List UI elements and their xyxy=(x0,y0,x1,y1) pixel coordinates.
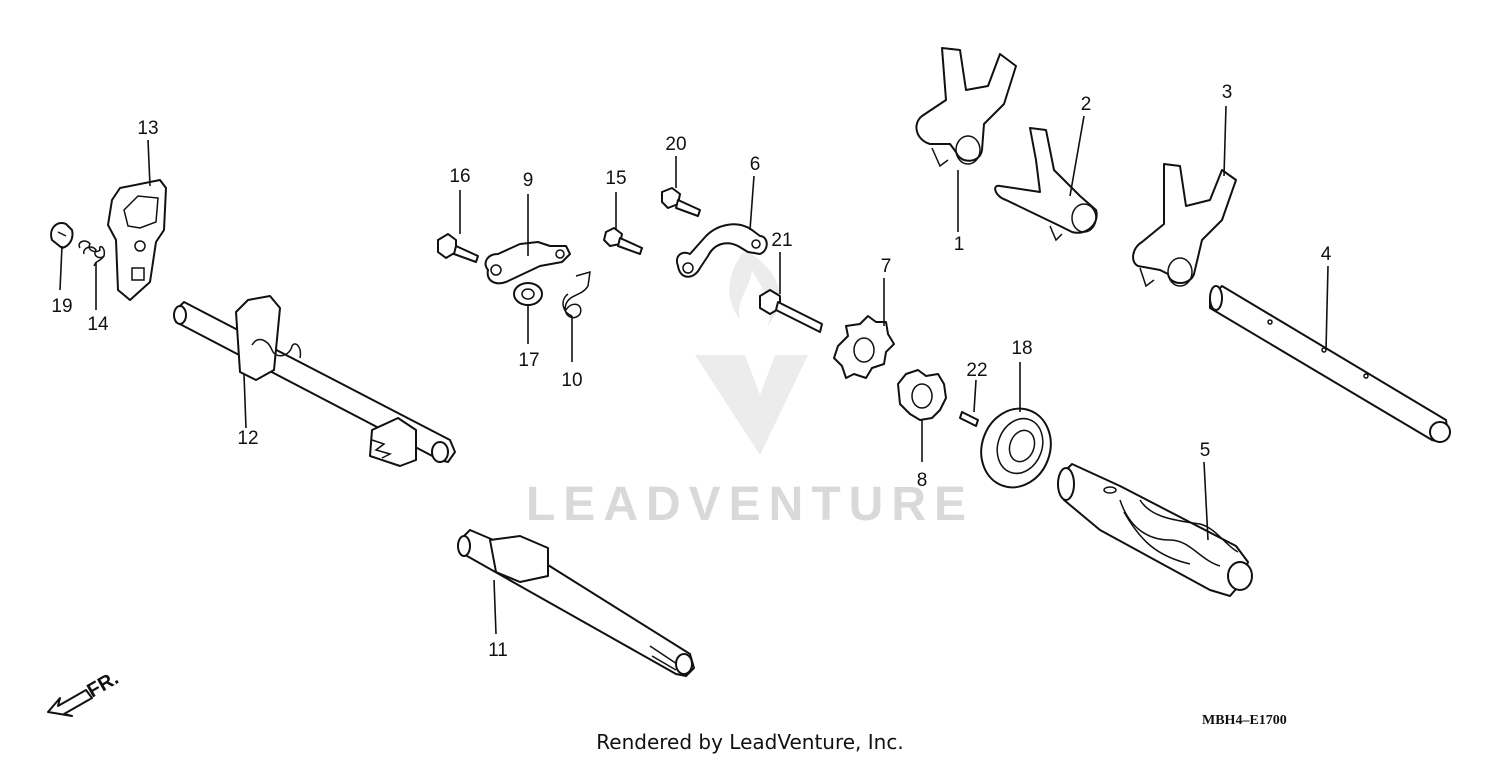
callout-15[interactable]: 15 xyxy=(605,168,626,189)
callout-4[interactable]: 4 xyxy=(1321,244,1332,265)
part-11-gearshift-spindle[interactable] xyxy=(457,529,695,677)
leader-lines xyxy=(59,105,1329,635)
callout-22[interactable]: 22 xyxy=(966,360,987,381)
callout-8[interactable]: 8 xyxy=(917,470,928,491)
part-5-shift-drum[interactable] xyxy=(1057,463,1253,597)
part-8-drum-stopper[interactable] xyxy=(897,369,947,421)
callout-11[interactable]: 11 xyxy=(488,640,508,661)
callout-9[interactable]: 9 xyxy=(523,170,534,191)
callout-3[interactable]: 3 xyxy=(1222,82,1233,103)
part-17-washer[interactable] xyxy=(513,282,543,306)
part-12-shift-spindle[interactable] xyxy=(173,295,456,467)
callout-10[interactable]: 10 xyxy=(561,370,582,391)
callout-17[interactable]: 17 xyxy=(518,350,539,371)
watermark-logo xyxy=(695,250,808,455)
part-18-bearing[interactable] xyxy=(970,399,1061,497)
callout-2[interactable]: 2 xyxy=(1081,94,1092,115)
part-20-bolt[interactable] xyxy=(661,187,701,217)
callout-12[interactable]: 12 xyxy=(237,428,258,449)
part-14-spring[interactable] xyxy=(78,240,106,267)
part-3-shift-fork[interactable] xyxy=(1132,163,1237,288)
part-6-bracket[interactable] xyxy=(676,223,768,278)
part-21-bolt[interactable] xyxy=(759,289,823,333)
watermark-text: LEADVENTURE xyxy=(526,478,974,531)
part-19-clip[interactable] xyxy=(50,222,74,249)
callout-14[interactable]: 14 xyxy=(87,314,109,335)
callouts: 1 2 3 4 5 6 7 8 9 10 11 12 13 14 15 16 1… xyxy=(51,82,1331,661)
part-16-bolt[interactable] xyxy=(437,233,479,263)
part-10-return-spring[interactable] xyxy=(562,270,591,319)
callout-5[interactable]: 5 xyxy=(1200,440,1211,461)
part-7-shift-drum-center[interactable] xyxy=(833,315,895,379)
callout-16[interactable]: 16 xyxy=(449,166,470,187)
callout-18[interactable]: 18 xyxy=(1011,338,1032,359)
callout-21[interactable]: 21 xyxy=(771,230,792,251)
callout-6[interactable]: 6 xyxy=(750,154,761,175)
callout-19[interactable]: 19 xyxy=(51,296,72,317)
callout-1[interactable]: 1 xyxy=(954,234,965,255)
part-22-pin[interactable] xyxy=(959,411,979,427)
callout-13[interactable]: 13 xyxy=(137,118,158,139)
footer-credit: Rendered by LeadVenture, Inc. xyxy=(596,730,904,754)
diagram-code: MBH4–E1700 xyxy=(1202,713,1287,728)
part-2-shift-fork[interactable] xyxy=(994,127,1098,242)
part-4-fork-shaft[interactable] xyxy=(1209,285,1451,443)
part-1-shift-fork[interactable] xyxy=(915,47,1017,168)
callout-7[interactable]: 7 xyxy=(881,256,892,277)
front-direction-arrow: FR. xyxy=(47,667,122,717)
part-13-stopper-plate[interactable] xyxy=(107,179,167,301)
part-9-stopper-arm[interactable] xyxy=(484,241,571,285)
part-15-screw[interactable] xyxy=(603,227,643,255)
callout-20[interactable]: 20 xyxy=(665,134,686,155)
